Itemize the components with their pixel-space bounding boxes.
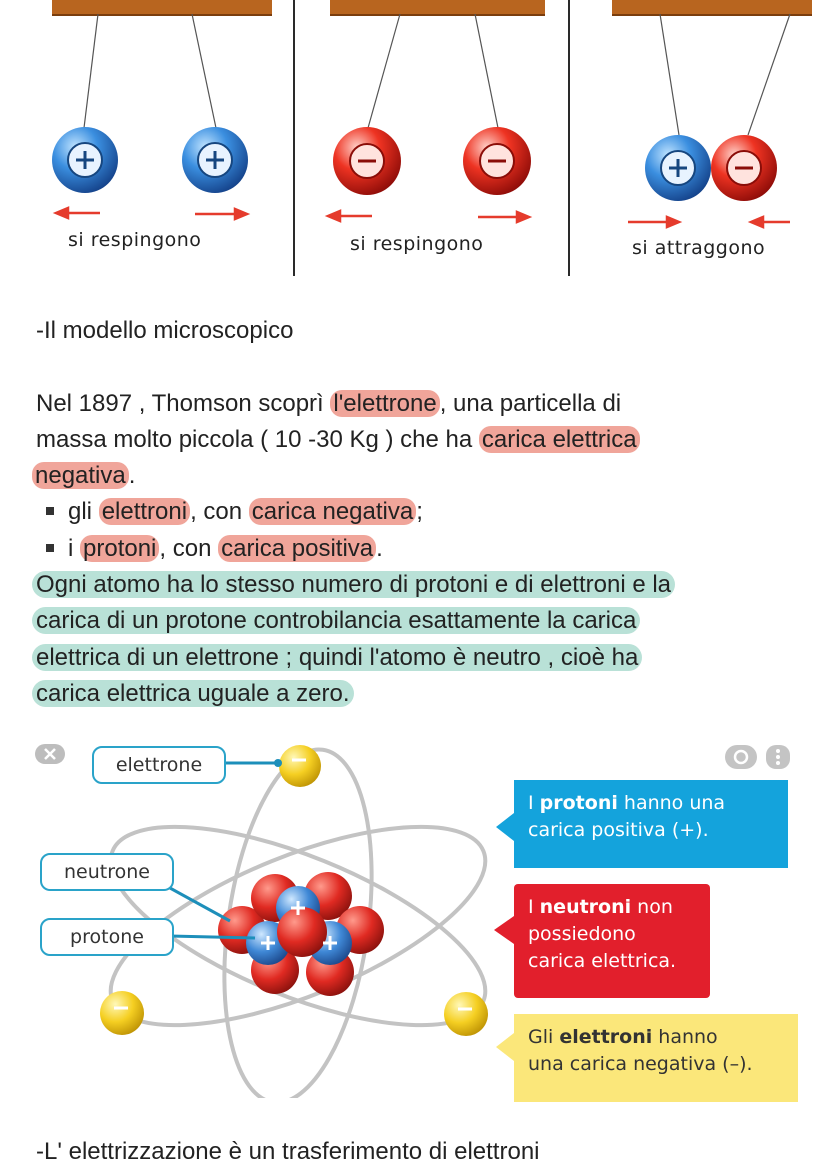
bold-term: elettroni — [559, 1026, 653, 1048]
arrow-right-icon — [628, 215, 683, 229]
highlight-red: carica negativa — [248, 498, 417, 525]
electron-ball — [100, 991, 144, 1035]
negative-charge-ball — [333, 127, 401, 195]
text-span: hanno — [652, 1026, 718, 1048]
arrow-right-icon — [195, 207, 251, 221]
bullet-item: i protoni, con carica positiva. — [46, 534, 383, 564]
info-line: carica elettrica. — [528, 950, 677, 972]
highlight-green: Ogni atomo ha lo stesso numero di proton… — [32, 571, 676, 598]
nucleus — [218, 872, 384, 996]
close-icon[interactable] — [35, 744, 65, 764]
info-box-electrons: Gli elettroni hanno una carica negativa … — [514, 1014, 798, 1102]
info-line: possiedono — [528, 923, 636, 945]
positive-charge-ball — [645, 135, 711, 201]
text-span: gli — [68, 498, 99, 525]
label-electron: elettrone — [92, 746, 226, 784]
paragraph-line: negativa. — [32, 461, 135, 491]
text-span: , una particella di — [439, 390, 622, 417]
bullet-icon — [46, 543, 54, 552]
text-span: I — [528, 896, 540, 918]
positive-charge-ball — [52, 127, 118, 193]
caption-repel-1: si respingono — [68, 229, 202, 251]
arrow-left-icon — [52, 206, 100, 220]
label-neutron: neutrone — [40, 853, 174, 891]
highlight-green: elettrica di un elettrone ; quindi l'ato… — [32, 644, 643, 671]
text-span: hanno una — [617, 792, 726, 814]
info-box-protons: I protoni hanno una carica positiva (+). — [514, 780, 788, 868]
highlight-red: carica elettrica — [478, 426, 640, 453]
highlight-red: elettroni — [98, 498, 191, 525]
paragraph-line: carica elettrica uguale a zero. — [32, 679, 354, 709]
paragraph-line: massa molto piccola ( 10 -30 Kg ) che ha… — [36, 425, 640, 455]
text-span: . — [128, 462, 136, 489]
highlight-red: carica positiva — [218, 535, 377, 562]
positive-charge-ball — [182, 127, 248, 193]
atom-drawing — [35, 744, 790, 1098]
panel-divider — [293, 0, 295, 276]
arrow-left-icon — [747, 215, 790, 229]
highlight-red: negativa — [32, 462, 129, 489]
text-span: i — [68, 535, 80, 562]
footer-heading: -L' elettrizzazione è un trasferimento d… — [36, 1138, 540, 1165]
lens-icon[interactable] — [725, 745, 757, 769]
caption-attract: si attraggono — [632, 237, 766, 259]
info-line: carica positiva (+). — [528, 819, 709, 841]
paragraph-line: Ogni atomo ha lo stesso numero di proton… — [32, 570, 676, 600]
arrow-left-icon — [324, 209, 372, 223]
text-span: , con — [159, 535, 219, 562]
highlight-green: carica di un protone controbilancia esat… — [32, 607, 641, 634]
text-span: Nel 1897 , Thomson scoprì — [36, 390, 331, 417]
text-span: non — [631, 896, 673, 918]
highlight-green: carica elettrica uguale a zero. — [32, 680, 354, 707]
paragraph-line: Nel 1897 , Thomson scoprì l'elettrone, u… — [36, 389, 621, 419]
text-span: , con — [190, 498, 249, 525]
text-span: I — [528, 792, 540, 814]
plate-3 — [612, 0, 812, 16]
charges-drawing — [52, 13, 791, 229]
text-span: ; — [416, 498, 423, 525]
plate-2 — [330, 0, 545, 16]
panel-divider — [568, 0, 570, 276]
info-line: Gli elettroni hanno — [528, 1024, 784, 1051]
text-span: Gli — [528, 1026, 560, 1048]
info-line: I neutroni non — [528, 894, 696, 921]
negative-charge-ball — [711, 135, 777, 201]
section-heading: -Il modello microscopico — [36, 317, 294, 344]
bold-term: neutroni — [539, 896, 632, 918]
negative-charge-ball — [463, 127, 531, 195]
text-span: . — [376, 535, 383, 562]
info-box-neutrons: I neutroni non possiedono carica elettri… — [514, 884, 710, 998]
electron-ball — [444, 992, 488, 1036]
atom-figure: elettrone neutrone protone I protoni han… — [30, 738, 800, 1102]
caption-repel-2: si respingono — [350, 233, 484, 255]
bold-term: protoni — [539, 792, 618, 814]
paragraph-line: elettrica di un elettrone ; quindi l'ato… — [32, 643, 643, 673]
paragraph-line: carica di un protone controbilancia esat… — [32, 606, 641, 636]
charges-figure: si respingono si respingono si attraggon… — [0, 0, 828, 282]
highlight-red: protoni — [80, 535, 160, 562]
highlight-red: l'elettrone — [330, 390, 440, 417]
more-options-icon[interactable] — [766, 745, 790, 769]
bullet-item: gli elettroni, con carica negativa; — [46, 497, 423, 527]
bullet-icon — [46, 506, 54, 515]
info-line: I protoni hanno una — [528, 790, 774, 817]
plate-1 — [52, 0, 272, 16]
arrow-right-icon — [478, 210, 533, 224]
electron-ball — [279, 745, 321, 787]
info-line: una carica negativa (–). — [528, 1053, 753, 1075]
label-proton: protone — [40, 918, 174, 956]
text-span: massa molto piccola ( 10 -30 Kg ) che ha — [36, 426, 479, 453]
